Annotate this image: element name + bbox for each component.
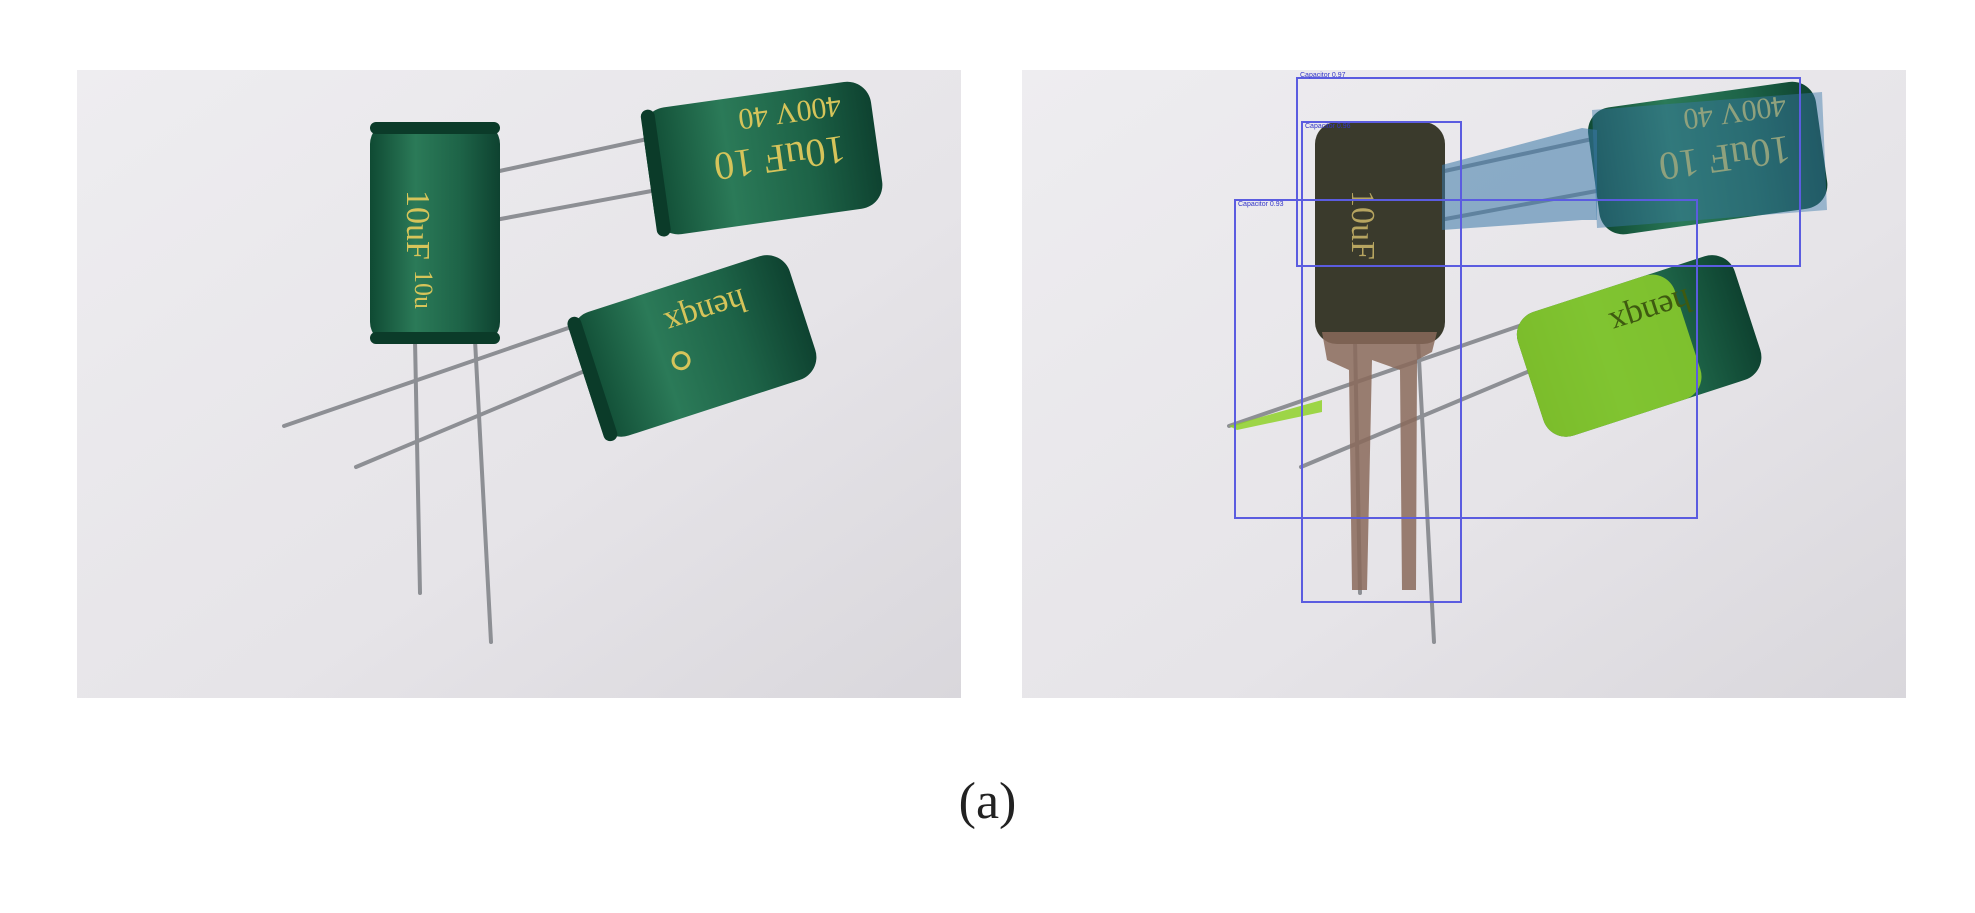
segmented-photo-panel: 10uF 10uF 10 400V 40 henqx Capacitor 0.9… <box>1022 70 1906 698</box>
capacitor-middle-right: henqx <box>567 255 817 442</box>
svg-text:10u: 10u <box>409 270 438 309</box>
bbox-top-right <box>1296 77 1801 267</box>
svg-text:10uF: 10uF <box>1344 190 1381 260</box>
capacitor-vertical: 10uF 10u <box>370 122 500 344</box>
mask-brown <box>1322 332 1437 590</box>
mask-blue <box>1442 128 1597 230</box>
bbox-label: Capacitor 0.93 <box>1238 201 1284 208</box>
bbox-middle-right <box>1234 199 1698 519</box>
detection-boxes <box>1234 77 1801 603</box>
original-photo: 10uF 10u 10uF 10 400V 40 henqx <box>77 70 961 698</box>
capacitor-top-right: 10uF 10 400V 40 <box>640 81 883 237</box>
capacitor-leads <box>282 136 659 644</box>
capacitor-top-right-masked: 10uF 10 400V 40 <box>1588 81 1828 235</box>
capacitor-middle-right-masked: henqx <box>1516 255 1762 437</box>
bbox-label: Capacitor 0.97 <box>1300 72 1346 79</box>
mask-green <box>1516 274 1702 437</box>
original-photo-panel: 10uF 10u 10uF 10 400V 40 henqx <box>77 70 961 698</box>
figure-caption: (a) <box>958 773 1017 830</box>
capacitor-vertical-masked: 10uF <box>1315 122 1445 590</box>
bbox-label: Capacitor 0.96 <box>1305 123 1351 130</box>
capacitor-print-10uf: 10uF <box>399 190 436 260</box>
segmented-photo: 10uF 10uF 10 400V 40 henqx Capacitor 0.9… <box>1022 70 1906 698</box>
bbox-vertical <box>1301 121 1462 603</box>
